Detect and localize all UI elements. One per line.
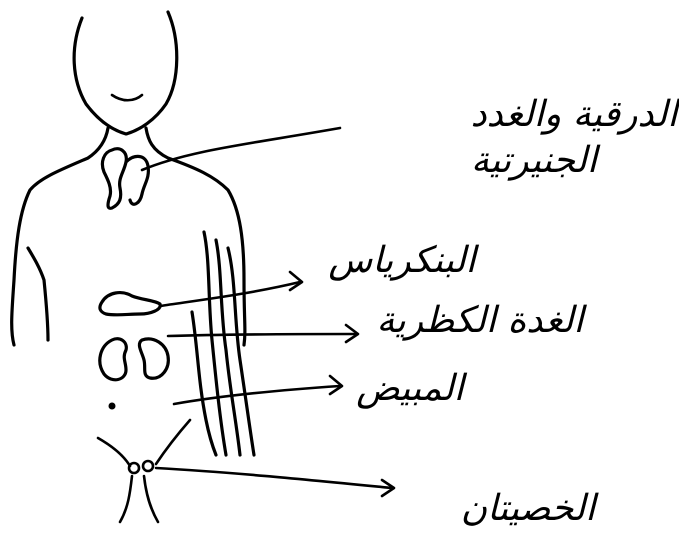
right-kidney [139, 339, 168, 378]
left-arm-inner [28, 248, 48, 340]
pancreas-label: البنكرياس [328, 240, 479, 281]
thyroid-gland [102, 149, 148, 209]
left-kidney [100, 339, 126, 380]
mouth [112, 95, 142, 100]
right-arm-line-2 [216, 240, 240, 455]
ovary-leader-line [174, 386, 340, 404]
left-testis [129, 463, 139, 473]
pelvic-line-right [156, 420, 190, 464]
adrenal-label: الغدة الكظرية [376, 300, 587, 341]
right-torso-outline [146, 128, 245, 345]
pancreas [100, 293, 160, 315]
head-outline [74, 12, 177, 134]
ovary-dot [109, 403, 116, 410]
right-testis [143, 461, 153, 471]
pelvic-line-left [98, 438, 130, 466]
pancreas-arrowhead [290, 272, 302, 290]
testes-leader-line [156, 468, 392, 488]
ovary-label: المبيض [356, 368, 468, 409]
pancreas-leader-line [160, 282, 300, 306]
thyroid-label-line-1: الدرقية والغدد [471, 94, 679, 135]
left-leg-line [120, 476, 132, 522]
thyroid-label-line-2: الجنيرتية [471, 140, 601, 181]
thyroid-leader-line [142, 128, 340, 170]
right-arm-line-3 [228, 248, 254, 455]
testes-label: الخصيتان [461, 488, 600, 529]
adrenal-leader-line [168, 334, 356, 336]
right-leg-line [144, 476, 158, 522]
left-torso-outline [12, 128, 108, 345]
